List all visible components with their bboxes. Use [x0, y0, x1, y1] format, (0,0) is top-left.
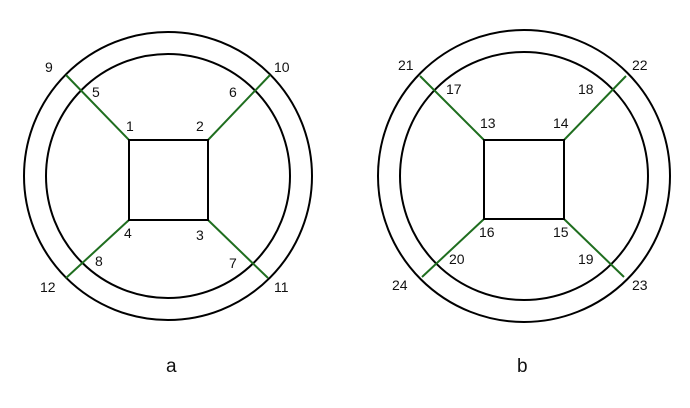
- panel-b-node-23: 23: [632, 277, 648, 293]
- panel-a-outer-ring: [23, 31, 313, 321]
- panel-b-connector-bottom-right: [563, 218, 625, 278]
- panel-a-connector-bottom-right: [207, 219, 269, 279]
- panel-a-node-3: 3: [196, 227, 204, 243]
- panel-a-square: [128, 139, 209, 221]
- panel-a-node-1: 1: [126, 118, 134, 134]
- panel-a-connector-top-right: [207, 74, 271, 141]
- panel-a-node-11: 11: [274, 279, 289, 295]
- panel-b-node-13: 13: [480, 115, 496, 131]
- panel-b-caption: b: [517, 356, 528, 377]
- panel-a-node-7: 7: [229, 255, 237, 271]
- panel-b-outer-ring: [377, 29, 671, 323]
- panel-b-node-18: 18: [578, 81, 594, 97]
- panel-a-node-12: 12: [40, 279, 56, 295]
- panel-b-node-15: 15: [553, 224, 569, 240]
- panel-b-node-19: 19: [578, 251, 594, 267]
- panel-a-node-10: 10: [274, 59, 290, 75]
- panel-b-node-20: 20: [449, 251, 465, 267]
- panel-a-caption: a: [166, 356, 177, 377]
- panel-b-node-16: 16: [479, 224, 495, 240]
- panel-b-node-22: 22: [632, 57, 648, 73]
- panel-a-node-6: 6: [229, 84, 237, 100]
- panel-a-node-2: 2: [196, 118, 204, 134]
- panel-b-square: [483, 139, 565, 220]
- panel-a-node-4: 4: [124, 225, 132, 241]
- panel-b-connector-bottom-left: [421, 218, 485, 278]
- panel-a-connector-top-left: [65, 74, 130, 141]
- panel-a-node-9: 9: [45, 59, 53, 75]
- panel-b-node-17: 17: [446, 81, 462, 97]
- panel-a-node-8: 8: [95, 253, 103, 269]
- panel-b-connector-top-left: [419, 75, 485, 141]
- panel-b: 13 14 15 16 17 18 19 20 21 22 23 24 b: [377, 29, 671, 377]
- panel-b-node-14: 14: [553, 115, 569, 131]
- panel-a-connector-bottom-left: [65, 219, 130, 279]
- panel-a-node-5: 5: [92, 84, 100, 100]
- panel-b-inner-ring: [399, 51, 649, 301]
- panel-b-node-21: 21: [398, 57, 414, 73]
- panel-b-node-24: 24: [392, 277, 408, 293]
- panel-a: 1 2 3 4 5 6 7 8 9 10 11 12 a: [23, 31, 313, 377]
- panel-a-inner-ring: [45, 53, 291, 299]
- panel-b-connector-top-right: [563, 75, 627, 141]
